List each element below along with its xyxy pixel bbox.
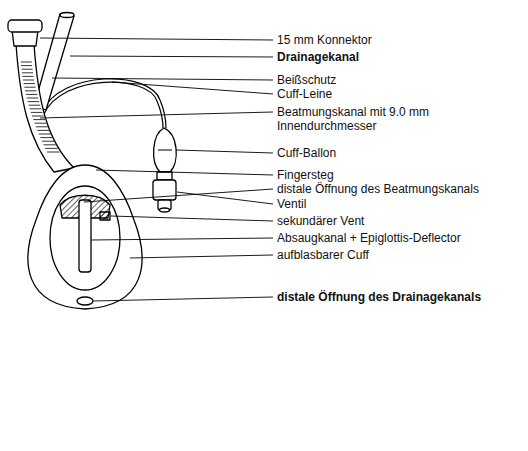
valve-neck [157,172,172,180]
tube-ribbing [21,62,60,152]
leader-line [91,238,273,240]
drainage-tube-top [60,13,74,18]
leader-line [177,192,273,204]
part-label: Fingersteg [277,168,334,182]
valve-opening [160,208,170,212]
leader-line [112,82,273,94]
cuff-line [44,82,163,128]
leader-line [111,216,273,221]
part-label: Cuff-Leine [277,87,332,101]
part-label: Beatmungskanal mit 9.0 mm Innendurchmess… [277,105,457,133]
part-label: Cuff-Ballon [277,146,336,160]
part-label: sekundärer Vent [277,214,364,228]
leader-line [176,150,273,153]
leader-lines [40,38,273,301]
airway-tube [16,44,74,172]
part-label: Absaugkanal + Epiglottis-Deflector [277,231,461,245]
cuff-line [42,79,166,128]
leader-line [40,38,273,40]
leader-line [52,78,273,80]
part-label: 15 mm Konnektor [277,33,372,47]
part-label: Drainagekanal [277,50,359,64]
epiglottis-deflector [79,200,91,272]
part-label: aufblasbarer Cuff [277,248,369,262]
balloon-seam [158,150,172,151]
connector-cap [8,20,42,32]
leader-line [70,56,273,57]
part-label: Ventil [277,197,306,211]
cuff-balloon [154,128,177,172]
part-label: Beißschutz [277,73,336,87]
leader-line [96,170,273,175]
drainage-distal-opening [77,297,93,305]
leader-line [93,297,273,301]
secondary-vent [100,212,110,220]
leader-line [130,255,273,258]
inflatable-cuff [28,165,142,309]
leader-line [40,112,273,118]
part-label: distale Öffnung des Beatmungskanals [277,182,479,196]
part-label: distale Öffnung des Drainagekanals [277,290,481,304]
